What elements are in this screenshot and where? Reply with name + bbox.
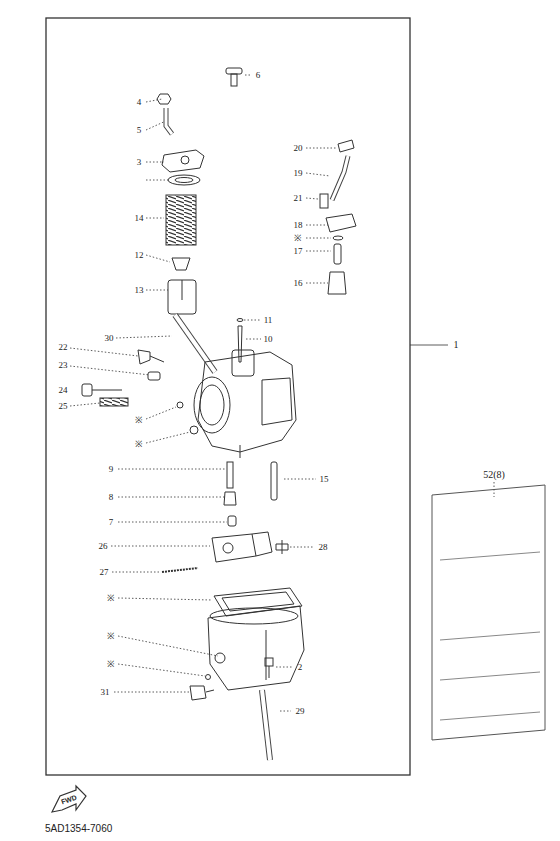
callout-number: 2	[298, 662, 303, 672]
callout-number: 11	[264, 315, 273, 325]
callout-number: 12	[135, 250, 144, 260]
callout-number: 9	[109, 464, 114, 474]
callout-number: 3	[137, 157, 142, 167]
callout-number: 1	[454, 340, 459, 350]
callout-number: 26	[99, 541, 108, 551]
callout-number: 29	[296, 706, 305, 716]
callout-number: 28	[319, 542, 328, 552]
callout-number: 25	[59, 401, 68, 411]
callout-number: 10	[264, 334, 273, 344]
callout-number: 52(8)	[483, 470, 505, 480]
callout-number: ※	[107, 659, 115, 669]
callout-number: 15	[320, 474, 329, 484]
callout-number: 17	[294, 246, 303, 256]
callout-number: 16	[294, 278, 303, 288]
callout-number: 14	[135, 213, 144, 223]
callout-number: ※	[135, 439, 143, 449]
drawing-code: 5AD1354-7060	[45, 824, 112, 834]
callout-number: 20	[294, 143, 303, 153]
callout-number: 5	[137, 125, 142, 135]
callout-number: 30	[105, 333, 114, 343]
callout-number: 31	[101, 687, 110, 697]
callout-number: 22	[59, 342, 68, 352]
callout-number: 21	[294, 193, 303, 203]
callout-number: 18	[294, 220, 303, 230]
callout-number: 13	[135, 285, 144, 295]
callout-number: 24	[59, 385, 68, 395]
callout-number: 4	[137, 97, 142, 107]
callout-number: 19	[294, 168, 303, 178]
callout-number: 27	[100, 567, 109, 577]
callout-number: 7	[109, 517, 114, 527]
callout-number: ※	[107, 631, 115, 641]
callout-number: ※	[294, 233, 302, 243]
callout-number: 8	[109, 492, 114, 502]
callout-number: 6	[256, 70, 261, 80]
callout-number: ※	[135, 415, 143, 425]
callout-number: ※	[107, 593, 115, 603]
callout-number: 23	[59, 360, 68, 370]
